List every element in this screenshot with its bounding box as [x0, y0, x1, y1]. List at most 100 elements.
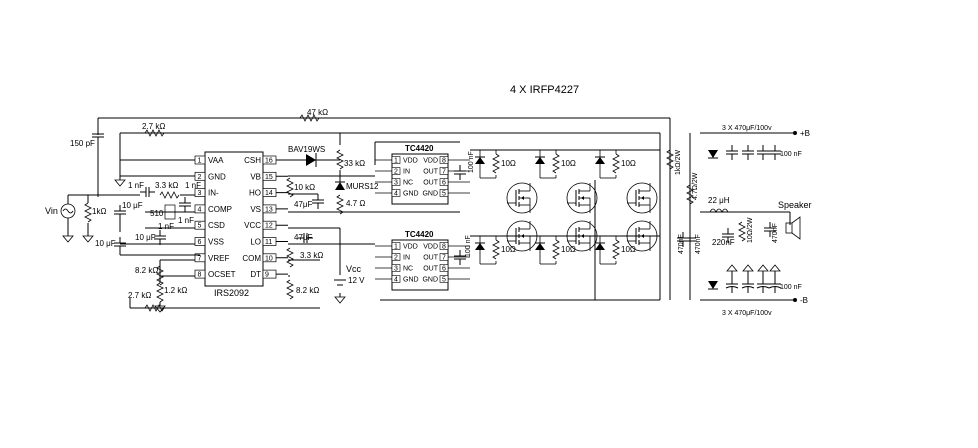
irs2092-pin-name: COM	[242, 254, 261, 263]
c220n-label: 220nF	[712, 238, 735, 247]
irs2092-pin-name: VSS	[208, 238, 224, 247]
irs2092-pin-num: 11	[265, 239, 272, 246]
irs2092-pin-num: 16	[265, 158, 273, 165]
vcc-label: Vcc	[346, 264, 362, 274]
neg-b-label: -B	[800, 296, 808, 305]
irs2092-pin-name: VS	[250, 205, 261, 214]
tc4420-pin-name: OUT	[423, 169, 439, 176]
r510-label: 510	[150, 209, 164, 218]
r82k-r-label: 8.2 kΩ	[296, 286, 319, 295]
r82k-l-label: 8.2 kΩ	[135, 266, 158, 275]
tc4420-pin-name: GND	[403, 277, 419, 284]
irs2092-pin-num: 3	[198, 190, 202, 197]
tc4420-pin-name: GND	[422, 277, 438, 284]
tc4420-pin-num: 8	[442, 158, 446, 165]
murs-label: MURS12	[346, 182, 379, 191]
irs2092-pin-name: VREF	[208, 254, 229, 263]
irs2092-pin-num: 12	[265, 223, 273, 230]
tc4420-pin-name: NC	[403, 180, 413, 187]
irs2092-pin-num: 15	[265, 174, 273, 181]
inductor	[709, 208, 729, 213]
c100n-3-label: 100 nF	[780, 151, 802, 158]
c470n-2-label: 470nF	[695, 234, 702, 254]
irs2092-pin-num: 2	[198, 174, 202, 181]
tc4420-pin-name: VDD	[403, 244, 418, 251]
tc4420-pin-num: 6	[442, 180, 446, 187]
irs2092-pin-num: 4	[198, 206, 202, 213]
tc4420-pin-name: VDD	[423, 158, 438, 165]
gate-resistor-label: 10Ω	[561, 159, 576, 168]
tc4420-pin-num: 2	[394, 255, 398, 262]
tc4420-pin-num: 4	[394, 277, 398, 284]
tc4420-pin-name: OUT	[423, 180, 439, 187]
r33k-in-label: 3.3 kΩ	[155, 181, 178, 190]
c10u-c-label: 10 μF	[95, 239, 116, 248]
tc4420-pin-num: 5	[442, 191, 446, 198]
bav-label: BAV19WS	[288, 145, 325, 154]
irs2092-pin-num: 5	[198, 223, 202, 230]
tc4420-pin-name: NC	[403, 266, 413, 273]
irs2092-pin-num: 1	[198, 158, 202, 165]
r47-2w-label: 4.7Ω/2W	[692, 172, 699, 200]
tc4420-name: TC4420	[405, 144, 434, 153]
r10k-label: 10 kΩ	[294, 183, 315, 192]
irs2092-pin-num: 9	[265, 272, 269, 279]
irs2092-pin-name: CSD	[208, 221, 225, 230]
gate-network: 10Ω	[595, 235, 636, 265]
l22-label: 22 μH	[708, 196, 730, 205]
gate-resistor-label: 10Ω	[621, 159, 636, 168]
irs2092-pin-name: LO	[250, 238, 261, 247]
c100n-1-label: 100 nF	[468, 151, 475, 173]
c1n-d-label: 1 nF	[158, 222, 174, 231]
irs2092-chip	[204, 151, 264, 287]
c100n-2-label: 100 nF	[465, 235, 472, 257]
c10u-a-label: 10 μF	[122, 201, 143, 210]
r27k-bot-label: 2.7 kΩ	[128, 291, 151, 300]
c150p-label: 150 pF	[70, 139, 95, 148]
r33k-b-label: 3.3 kΩ	[300, 251, 323, 260]
irs2092-pin-name: VCC	[244, 221, 261, 230]
tc4420-pin-name: GND	[422, 191, 438, 198]
irs2092-pin-num: 14	[265, 190, 273, 197]
irs2092-name: IRS2092	[214, 288, 249, 298]
c10u-b-label: 10 μF	[135, 233, 156, 242]
tc4420-pin-num: 7	[442, 169, 446, 176]
tc4420-pin-name: VDD	[403, 158, 418, 165]
irs2092-pin-name: VAA	[208, 156, 224, 165]
r10-2w-label: 10Ω/2W	[747, 217, 754, 243]
irs2092-pin-num: 13	[265, 206, 273, 213]
speaker-icon	[785, 222, 793, 234]
irs2092-pin-name: COMP	[208, 205, 232, 214]
tc4420-name: TC4420	[405, 230, 434, 239]
c47u-top-label: 47μF	[294, 200, 313, 209]
r1k2w-label: 1kΩ/2W	[675, 150, 682, 175]
r47-label: 4.7 Ω	[346, 199, 365, 208]
tc4420-pin-num: 1	[394, 158, 398, 165]
irs2092-pin-num: 8	[198, 272, 202, 279]
r1k-label: 1kΩ	[92, 207, 106, 216]
c1n-c-label: 1 nF	[178, 216, 194, 225]
irs2092-pin-name: OCSET	[208, 270, 236, 279]
irs2092-pin-name: VB	[250, 172, 261, 181]
tc4420-pin-num: 5	[442, 277, 446, 284]
gate-network: 10Ω	[535, 149, 576, 179]
tc4420-pin-num: 1	[394, 244, 398, 251]
gate-network: 10Ω	[595, 149, 636, 179]
tc4420-pin-name: IN	[403, 169, 410, 176]
c1n-b-label: 1 nF	[185, 181, 201, 190]
irs2092-pin-name: IN-	[208, 189, 219, 198]
irs2092-pin-name: GND	[208, 172, 226, 181]
tc4420-pin-num: 4	[394, 191, 398, 198]
irs2092-pin-name: DT	[250, 270, 261, 279]
pos-b-label: +B	[800, 129, 810, 138]
cap-top-label: 3 X 470μF/100v	[722, 125, 772, 132]
tc4420-pin-num: 8	[442, 244, 446, 251]
gate-resistor-label: 10Ω	[501, 245, 516, 254]
tc4420-pin-num: 2	[394, 169, 398, 176]
tc4420-pin-name: OUT	[423, 266, 439, 273]
mosfet-icon	[626, 182, 658, 214]
r33k-label: 33 kΩ	[344, 159, 365, 168]
